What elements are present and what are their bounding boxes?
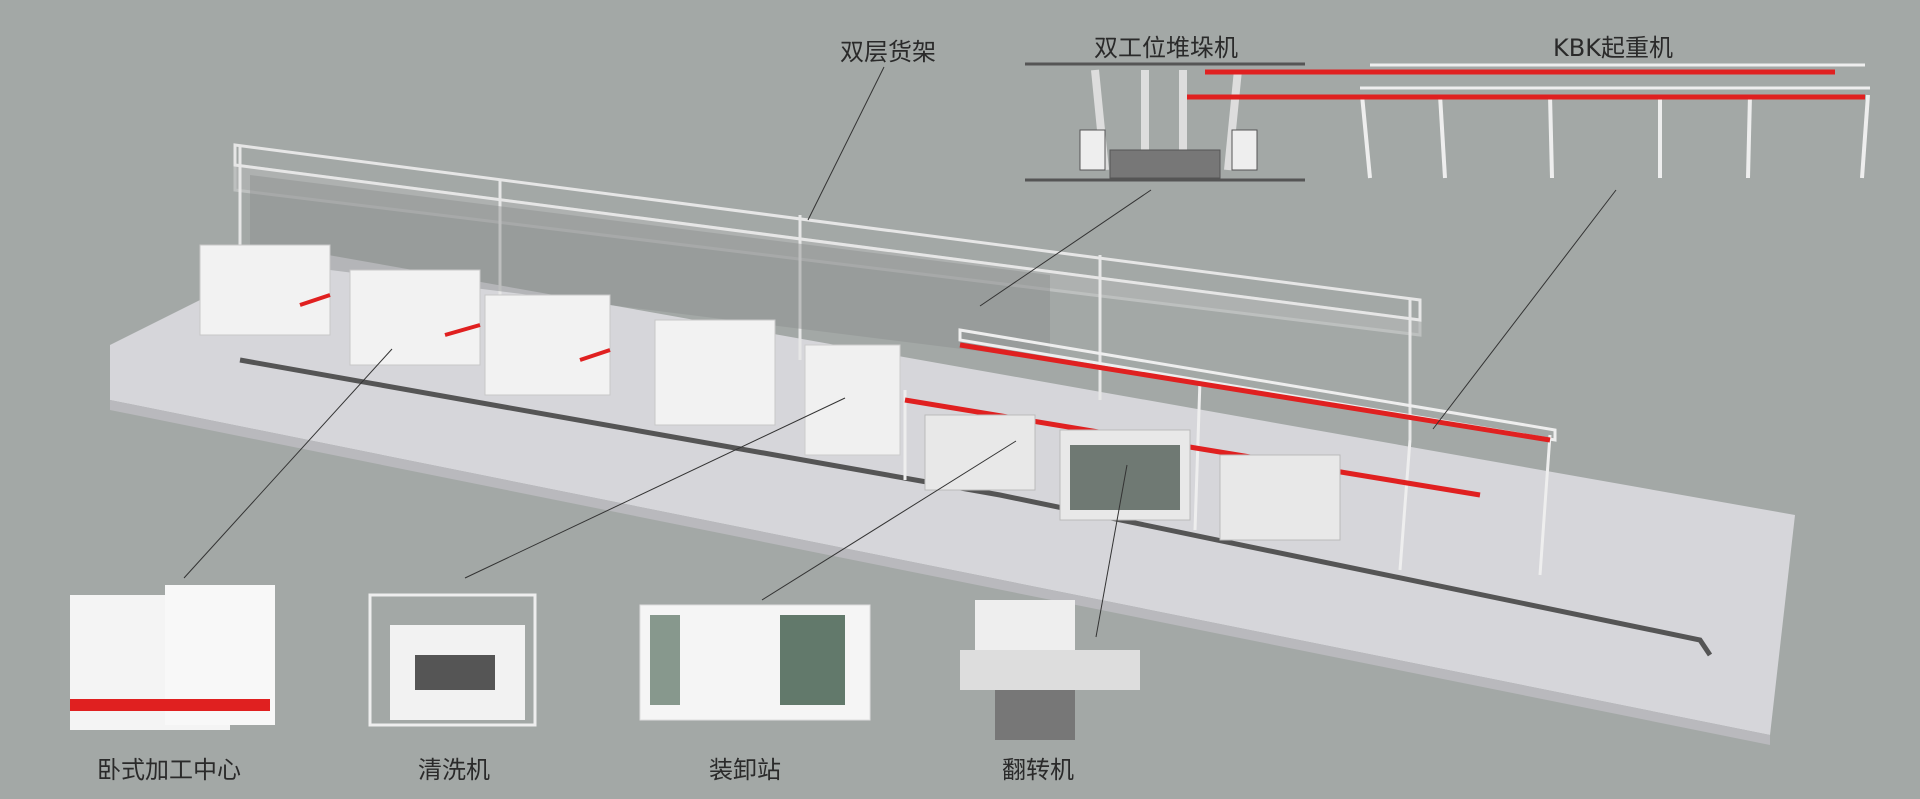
washing-machine-inset — [368, 593, 537, 727]
turnover-machine-inset — [960, 600, 1140, 740]
rack-bays — [250, 175, 1050, 360]
washing-machine-body — [804, 344, 901, 456]
label-double-rack: 双层货架 — [840, 38, 936, 66]
label-loading-station: 装卸站 — [709, 756, 781, 784]
loading-station-inset — [639, 604, 871, 721]
label-turnover-machine: 翻转机 — [1002, 756, 1074, 784]
leader-lines — [183, 66, 1617, 638]
machining-center-inset — [70, 585, 275, 730]
rail-track — [239, 357, 1713, 657]
stacker-crane-inset — [1025, 62, 1305, 182]
kbk-frame — [903, 328, 1557, 576]
double-rack — [233, 143, 1422, 440]
label-stacker-crane: 双工位堆垛机 — [1094, 34, 1238, 62]
kbk-crane-inset — [1360, 63, 1870, 179]
label-washing-machine: 清洗机 — [418, 756, 490, 784]
label-machining-center: 卧式加工中心 — [97, 756, 241, 784]
machining-centers — [199, 244, 776, 426]
label-kbk-crane: KBK起重机 — [1553, 34, 1673, 62]
